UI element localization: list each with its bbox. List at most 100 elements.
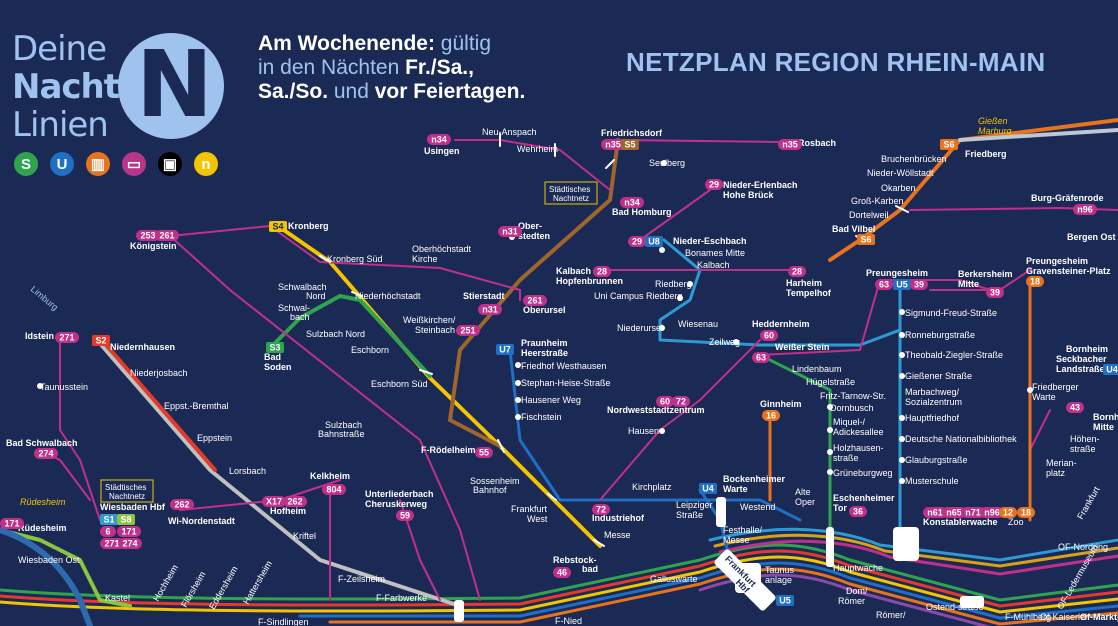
line-badge-box <box>699 483 717 494</box>
line-badge-box <box>117 514 135 525</box>
label-rosbach: Rosbach <box>798 138 836 148</box>
line-badge-b29: 29 <box>705 179 723 190</box>
label-weisser-stein: Weißer Stein <box>775 342 829 352</box>
label-roedelheim: F-Rödelheim <box>421 445 476 455</box>
line-badge-box <box>760 330 778 341</box>
weekend-text-2b: Fr./Sa., <box>405 56 474 79</box>
label-idstein: Idstein <box>25 331 54 341</box>
u7-line <box>508 348 802 522</box>
label-sulzbach-bahn-2: Bahnstraße <box>318 429 365 439</box>
line-badge-box <box>656 396 674 407</box>
label-eppstein: Eppstein <box>197 433 232 443</box>
label-giessen-1: Gießen <box>978 116 1008 126</box>
line-badge-box <box>705 179 723 190</box>
nachtnetz-box-1-line1: Städtisches <box>549 185 590 194</box>
line-badge-n96: n96 <box>980 507 1004 518</box>
brand-line-1: Deine <box>12 29 107 69</box>
line-badge-label: 261 <box>159 231 174 241</box>
label-bonames-mitte: Bonames Mitte <box>685 248 745 258</box>
stop-tick <box>605 159 615 169</box>
label-wiesbaden-hbf: Wiesbaden Hbf <box>100 502 166 512</box>
label-harheim-2: Tempelhof <box>786 288 832 298</box>
stop-dot <box>899 436 905 442</box>
line-badge-box <box>910 279 928 290</box>
label-niederhoechstadt: Niederhöchstadt <box>355 291 421 301</box>
line-badge-label: X17 <box>266 497 282 507</box>
label-harheim-1: Harheim <box>786 278 822 288</box>
night-lines-logo: N <box>118 33 224 139</box>
s4-line <box>276 224 602 548</box>
line-badge-b72: 72 <box>592 504 610 515</box>
line-badge-box <box>923 507 947 518</box>
city-line-4 <box>298 561 1118 620</box>
label-oberhoechstadt-1: Oberhöchstadt <box>412 244 472 254</box>
label-ginnheim: Ginnheim <box>760 399 802 409</box>
label-nieder-erlenbach: Nieder-Erlenbach <box>723 180 798 190</box>
label-ober-stedten-2: stedten <box>518 231 550 241</box>
line-badge-b36: 36 <box>849 506 867 517</box>
stop-dot <box>827 427 833 433</box>
line-badge-box <box>672 396 690 407</box>
line-badge-n31: n31 <box>478 304 502 315</box>
city-line-1 <box>0 543 1118 602</box>
label-kalbach: Kalbach <box>697 260 730 270</box>
line-badge-label: 171 <box>121 527 136 537</box>
line-badge-n65: n65 <box>942 507 966 518</box>
label-kirchplatz: Kirchplatz <box>632 482 672 492</box>
bus-29-line <box>639 189 711 241</box>
line-badge-box <box>0 518 24 529</box>
stop-dot <box>661 160 667 166</box>
label-marbachweg-2: Sozialzentrum <box>905 397 962 407</box>
line-badge-u5: U5 <box>893 279 911 290</box>
label-praunheim-2: Heerstraße <box>521 348 568 358</box>
s6-line <box>828 118 1118 262</box>
line-badge-box <box>601 139 625 150</box>
label-stephan-heise: Stephan-Heise-Straße <box>521 378 611 388</box>
label-leipziger-2: Straße <box>676 510 703 520</box>
line-badge-label: S6 <box>860 235 871 245</box>
n34-line <box>454 139 611 191</box>
stop-dot <box>733 339 739 345</box>
line-badge-s6: S6 <box>857 234 875 245</box>
city-line-7 <box>708 527 1118 562</box>
line-badge-label: 28 <box>597 267 607 277</box>
line-badge-t18: 18 <box>1026 276 1044 287</box>
line-badge-box <box>283 496 307 507</box>
label-eschborn-sued: Eschborn Süd <box>371 379 428 389</box>
line-badge-label: 29 <box>709 180 719 190</box>
weekend-heading: Am Wochenende: <box>258 32 435 55</box>
line-badge-label: U7 <box>499 345 511 355</box>
line-badge-b271: 271 <box>100 538 124 549</box>
nachtnetz-box-2-line2: Nachtnetz <box>109 492 145 501</box>
label-friedhof-west: Friedhof Westhausen <box>521 361 606 371</box>
line-badge-n35: n35 <box>601 139 625 150</box>
label-sulzbach-nord: Sulzbach Nord <box>306 329 365 339</box>
stop-dot <box>515 362 521 368</box>
line-badge-label: 39 <box>990 288 1000 298</box>
label-bornheim-seck-3: Landstraße <box>1056 364 1105 374</box>
label-huegelstrasse: Hügelstraße <box>806 377 855 387</box>
label-alte-oper-2: Oper <box>795 497 815 507</box>
u-bahn-icon: U <box>50 152 74 176</box>
stop-dot <box>515 380 521 386</box>
line-badge-label: n35 <box>782 140 798 150</box>
label-unterliederbach-1: Unterliederbach <box>365 489 434 499</box>
label-okarben: Okarben <box>881 183 916 193</box>
line-badge-label: S5 <box>624 140 635 150</box>
line-badge-u5: U5 <box>776 595 794 606</box>
label-roemer: Römer/ <box>876 610 906 620</box>
stop-dot <box>659 325 665 331</box>
stop-tick <box>419 369 433 375</box>
line-badge-box <box>100 514 118 525</box>
label-kelkheim: Kelkheim <box>310 471 350 481</box>
line-badge-box <box>523 295 547 306</box>
label-eschborn: Eschborn <box>351 345 389 355</box>
city-line-9 <box>718 539 1118 576</box>
line-badge-label: 63 <box>756 353 766 363</box>
city-line-8 <box>713 533 1118 568</box>
line-badge-box <box>117 526 141 537</box>
label-wiesenau: Wiesenau <box>678 319 718 329</box>
line-badge-label: S6 <box>943 140 954 150</box>
line-badge-b261: 261 <box>155 230 179 241</box>
label-eschenheimer-1: Eschenheimer <box>833 493 895 503</box>
